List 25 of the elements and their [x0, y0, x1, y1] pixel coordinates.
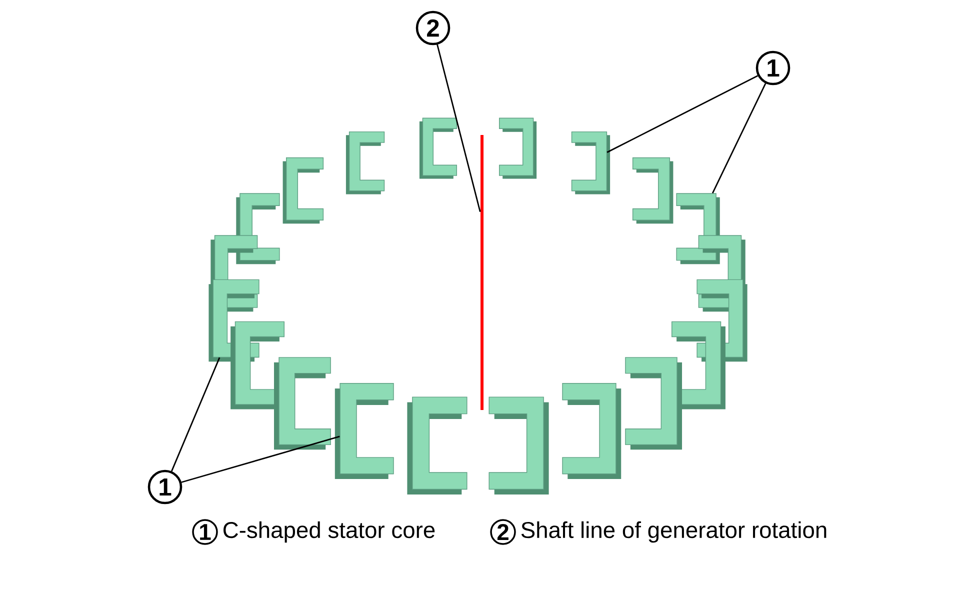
leader-line	[171, 357, 220, 472]
shaft-line	[480, 135, 484, 410]
stator-core	[419, 118, 457, 179]
callout-number: 2	[490, 519, 516, 545]
stator-core	[274, 357, 331, 450]
stator-core	[632, 157, 674, 224]
leader-line	[606, 75, 758, 153]
callout-number: 1	[756, 50, 790, 86]
stator-core	[346, 131, 385, 194]
leader-line	[712, 83, 766, 194]
stator-core	[562, 383, 622, 480]
stator-core	[625, 357, 682, 450]
stator-core	[499, 118, 537, 179]
callout-number: 2	[416, 10, 450, 46]
stator-core	[571, 131, 610, 194]
stator-core	[334, 383, 394, 480]
leader-line	[181, 436, 340, 483]
stator-core	[282, 157, 324, 224]
stator-core	[407, 396, 468, 494]
caption-text: C-shaped stator core	[224, 521, 435, 543]
callout-number: 1	[192, 519, 218, 545]
caption-text: Shaft line of generator rotation	[521, 521, 826, 543]
callout-number: 1	[148, 470, 182, 504]
leader-line	[436, 44, 481, 212]
stator-core	[488, 396, 549, 494]
